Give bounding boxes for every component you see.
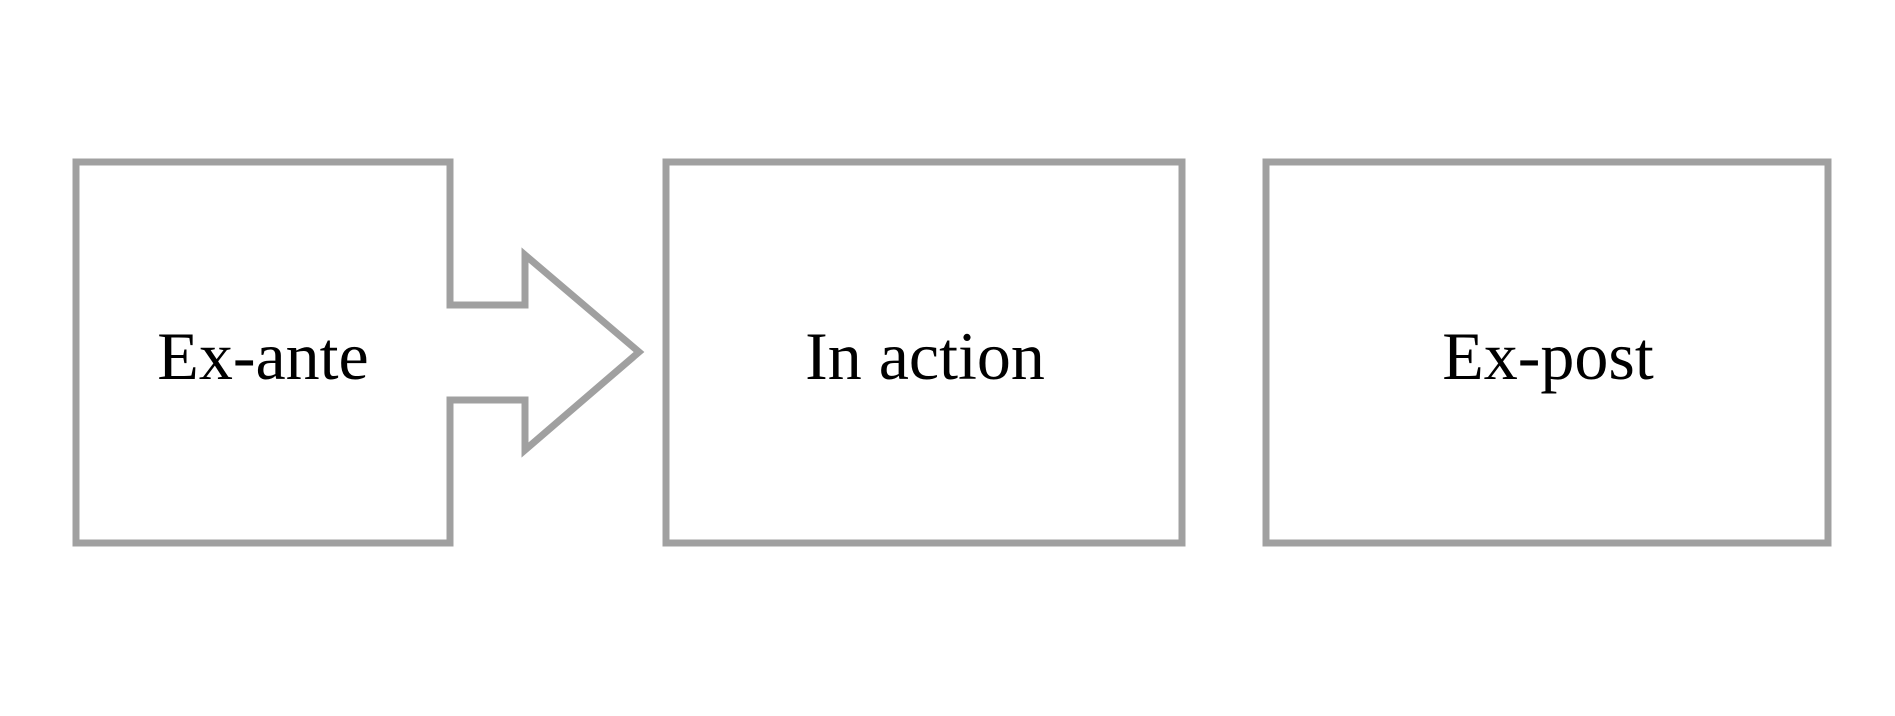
in-action-label: In action: [805, 318, 1045, 394]
in-action-box: [662, 158, 1186, 547]
ex-post-label: Ex-post: [1442, 318, 1654, 394]
stage-in-action: In action: [662, 158, 1186, 547]
stage-ex-ante: Ex-ante: [72, 158, 645, 547]
ex-post-box: [1262, 158, 1832, 547]
stage-ex-post: Ex-post: [1262, 158, 1832, 547]
ex-ante-arrow-box: [72, 158, 645, 547]
ex-ante-label: Ex-ante: [157, 318, 368, 394]
